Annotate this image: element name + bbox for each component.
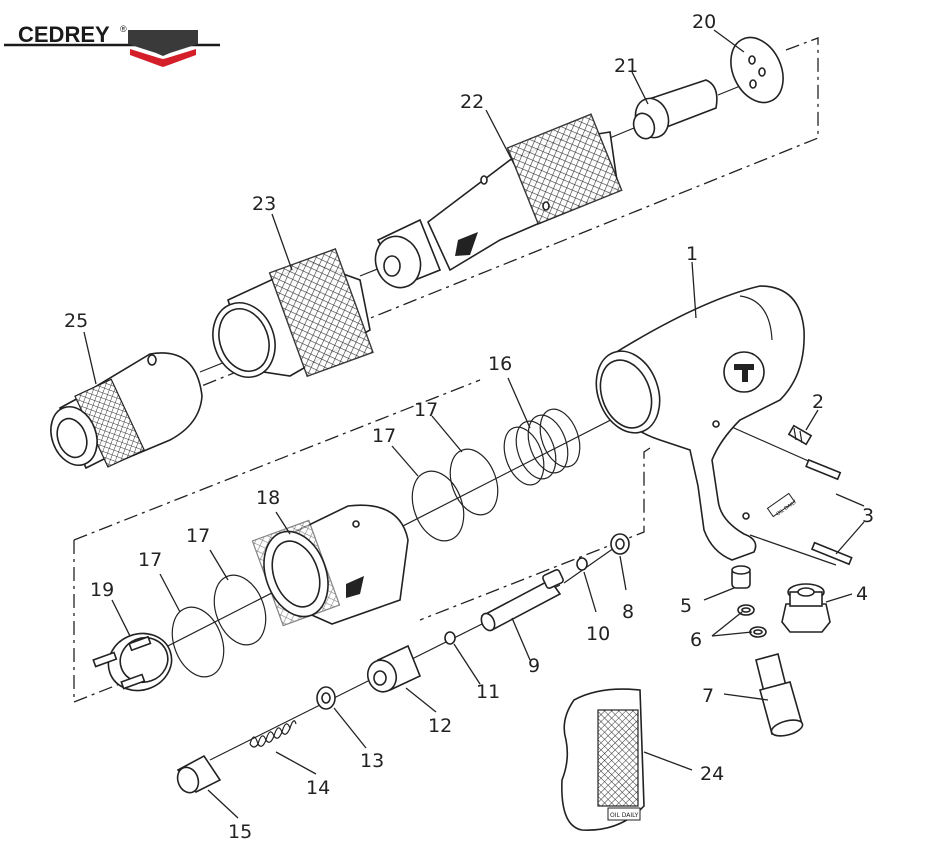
part-20-valve-plate: [730, 36, 784, 104]
part-24-grip-sleeve: OIL DAILY: [561, 688, 645, 831]
part-15-end-cap: [176, 754, 222, 794]
callout-18: 18: [256, 487, 280, 509]
logo-emblem-red: [130, 49, 196, 67]
part-5-valve-seat: [731, 565, 751, 589]
callout-19: 19: [90, 579, 114, 601]
callout-23: 23: [252, 193, 276, 215]
callout-17-d: 17: [138, 549, 162, 571]
callout-1: 1: [686, 243, 698, 265]
part-19-end-plate: [92, 632, 173, 692]
part-17-o-rings: [171, 448, 499, 678]
callout-20: 20: [692, 11, 716, 33]
part-23-retainer-sleeve: [212, 248, 374, 378]
callout-13: 13: [360, 750, 384, 772]
callout-9: 9: [528, 655, 540, 677]
part-6-o-rings: [737, 604, 767, 638]
callout-24: 24: [700, 763, 724, 785]
part-10-o-ring: [576, 557, 588, 571]
callout-17-b: 17: [372, 425, 396, 447]
part-9-valve-stem: [480, 569, 564, 632]
part-16-spring: [503, 408, 581, 486]
callout-25: 25: [64, 310, 88, 332]
leader-lines: [83, 29, 865, 819]
part-18-cylinder: [251, 504, 409, 627]
callout-22: 22: [460, 91, 484, 113]
part-2-set-screw: [787, 424, 813, 446]
brand-name: CEDREY: [18, 22, 110, 47]
callout-2: 2: [812, 391, 824, 413]
part-11-o-ring: [444, 631, 456, 645]
callout-labels: 1 2 3 4 5 6 7 8 9 10 11 12 13 14 15 16 1…: [64, 11, 874, 843]
part-4-inlet-bushing: [781, 583, 831, 633]
callout-14: 14: [306, 777, 330, 799]
part-7-inlet-fitting: [755, 653, 804, 737]
callout-16: 16: [488, 353, 512, 375]
callout-15: 15: [228, 821, 252, 843]
grip-badge-text: OIL DAILY: [610, 812, 639, 819]
part-22-barrel: [374, 113, 623, 289]
logo-emblem-dark: [128, 30, 198, 56]
callout-17-c: 17: [186, 525, 210, 547]
callout-3: 3: [862, 505, 874, 527]
callout-8: 8: [622, 601, 634, 623]
callout-12: 12: [428, 715, 452, 737]
callout-6: 6: [690, 629, 702, 651]
callout-17-a: 17: [414, 399, 438, 421]
part-3-pins: [805, 458, 853, 566]
part-8-washer: [610, 533, 630, 555]
part-21-piston: [632, 79, 718, 140]
callout-5: 5: [680, 595, 692, 617]
brand-logo: CEDREY ®: [4, 22, 220, 67]
callout-7: 7: [702, 685, 714, 707]
part-13-washer: [316, 686, 336, 710]
part-12-valve-housing: [366, 644, 422, 693]
callout-21: 21: [614, 55, 638, 77]
callout-10: 10: [586, 623, 610, 645]
part-25-quick-retainer: [50, 352, 203, 470]
callout-11: 11: [476, 681, 500, 703]
callout-4: 4: [856, 583, 868, 605]
part-14-valve-spring: [249, 720, 297, 748]
part-1-housing: OIL DAILY: [595, 285, 805, 561]
registered-mark: ®: [120, 24, 127, 34]
